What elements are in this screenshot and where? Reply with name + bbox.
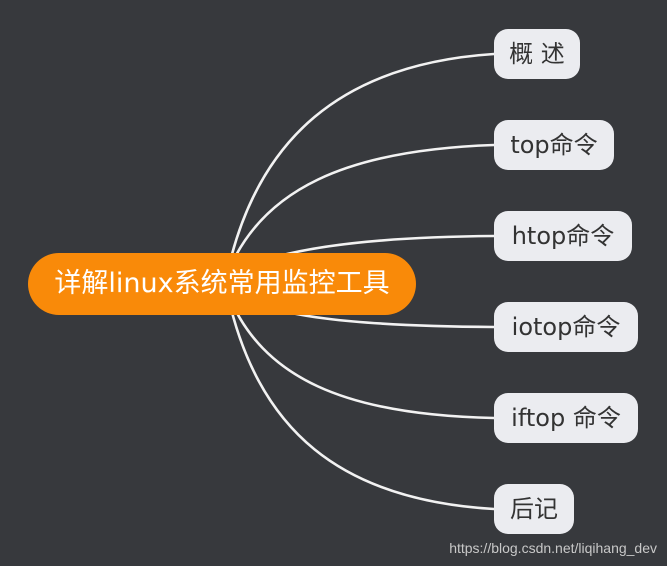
connector-line-4: [226, 292, 496, 420]
subtopic-top-command[interactable]: top命令: [494, 120, 614, 170]
connector-line-1: [226, 143, 496, 274]
subtopic-afterword[interactable]: 后记: [494, 484, 574, 534]
subtopic-htop-command[interactable]: htop命令: [494, 211, 632, 261]
root-topic-node[interactable]: 详解linux系统常用监控工具: [28, 253, 416, 315]
subtopic-iftop-command[interactable]: iftop 命令: [494, 393, 638, 443]
subtopic-overview[interactable]: 概 述: [494, 29, 580, 79]
watermark-url: https://blog.csdn.net/liqihang_dev: [449, 540, 657, 556]
subtopic-iotop-command[interactable]: iotop命令: [494, 302, 638, 352]
connector-line-0: [226, 52, 496, 272]
connector-line-5: [226, 294, 496, 511]
